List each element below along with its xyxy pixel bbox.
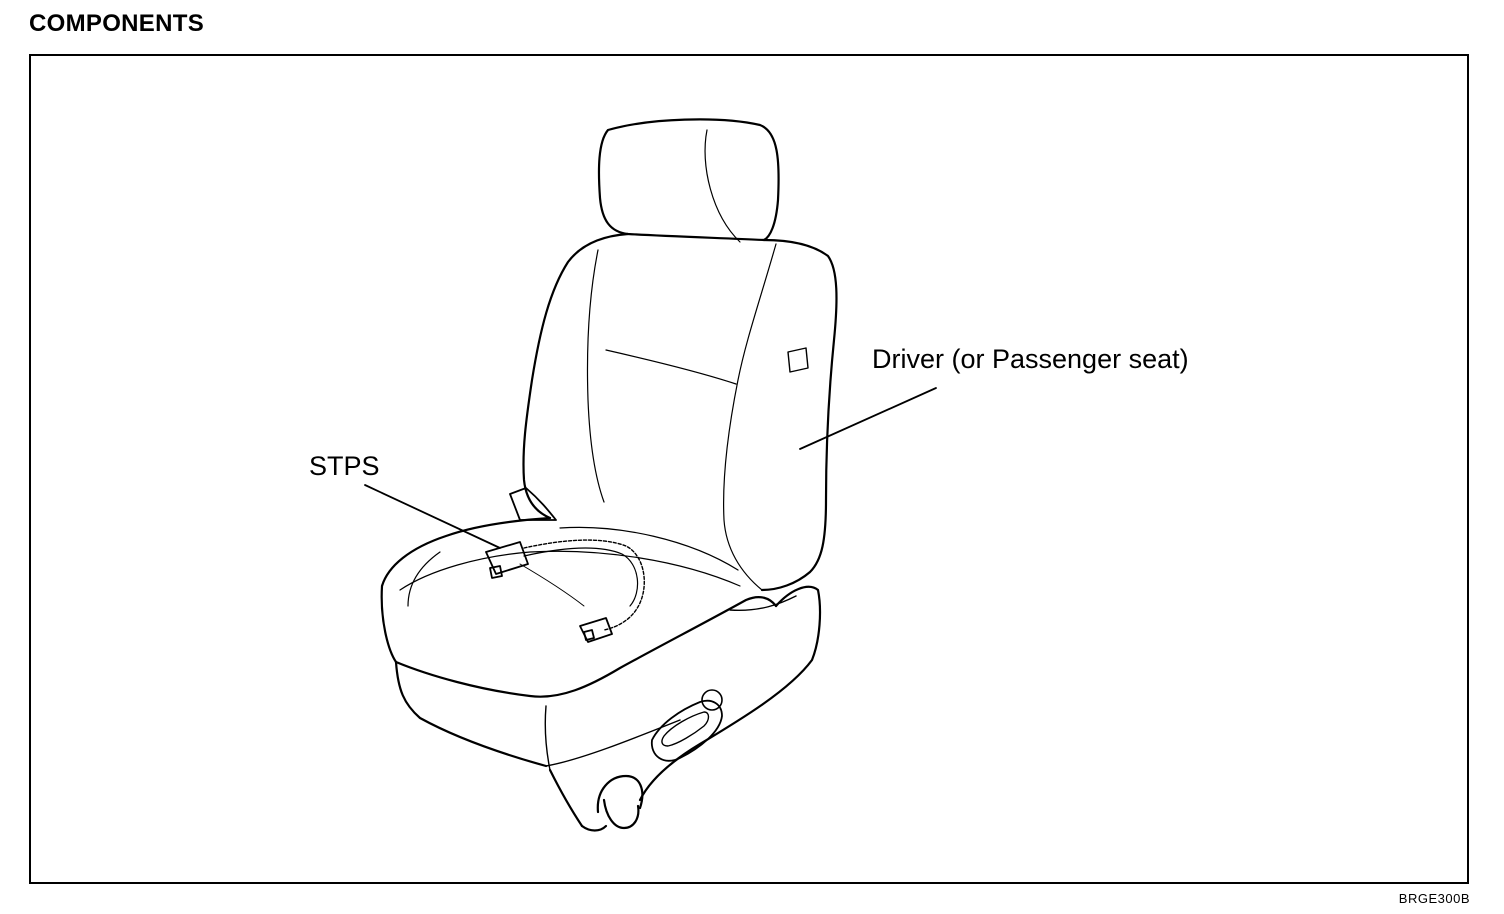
figure-code: BRGE300B xyxy=(1398,891,1470,906)
seat-back xyxy=(509,232,838,592)
stps-callout-label: STPS xyxy=(309,451,380,481)
stps-harness xyxy=(519,539,645,631)
seat-cushion xyxy=(380,516,778,828)
seat-base xyxy=(545,585,822,832)
stps-leader-line xyxy=(364,484,501,549)
stps-connector-upper xyxy=(485,541,529,579)
section-heading: COMPONENTS xyxy=(29,10,205,37)
headrest xyxy=(597,118,780,243)
seat-leader-line xyxy=(799,387,937,450)
figure-frame xyxy=(29,54,1469,884)
seat-callout-label: Driver (or Passenger seat) xyxy=(872,344,1189,374)
stps-connector-lower xyxy=(579,617,613,643)
